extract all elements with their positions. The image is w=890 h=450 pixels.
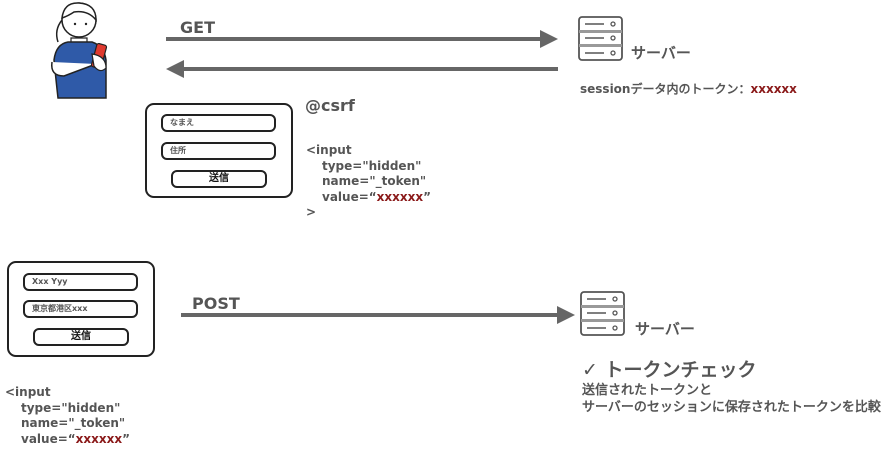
code-line: type="hidden" — [322, 158, 422, 173]
post-request-arrow-line — [181, 313, 559, 317]
submit-button[interactable]: 送信 — [171, 170, 267, 188]
description-line: サーバーのセッションに保存されたトークンを比較 — [582, 400, 881, 415]
code-value-suffix: ” — [423, 189, 431, 204]
post-label: POST — [192, 294, 240, 313]
code-value-prefix: value=“ — [322, 189, 377, 204]
description-line: 送信されたトークンと — [582, 383, 713, 398]
user-with-phone-illustration — [51, 2, 108, 99]
name-input[interactable]: Xxx Yyy — [23, 273, 138, 291]
csrf-directive: @csrf — [305, 96, 355, 115]
code-token: xxxxxx — [75, 431, 123, 446]
code-line: type="hidden" — [21, 400, 121, 415]
arrow-left-icon — [166, 60, 184, 78]
code-line: <input — [306, 143, 352, 157]
code-value-prefix: value=“ — [21, 431, 76, 446]
code-value-suffix: ” — [122, 431, 130, 446]
code-line: name="_token" — [21, 416, 126, 430]
session-token-text: sessionデータ内のトークン：xxxxxx — [580, 80, 797, 97]
get-response-arrow-line — [182, 67, 558, 71]
code-line: > — [306, 205, 317, 219]
code-token: xxxxxx — [376, 189, 424, 204]
server-label: サーバー — [631, 44, 691, 62]
get-label: GET — [180, 18, 215, 37]
session-token-value: xxxxxx — [750, 82, 797, 96]
code-line: value=“xxxxxx” — [5, 432, 130, 448]
token-check-heading: ✓ トークンチェック — [582, 355, 757, 382]
arrow-right-icon — [557, 306, 575, 324]
empty-form: なまえ 住所 送信 — [145, 103, 293, 198]
code-line: name="_token" — [322, 174, 427, 188]
server-label: サーバー — [635, 320, 695, 338]
filled-form: Xxx Yyy 東京都港区xxx 送信 — [7, 261, 155, 357]
token-check-description: 送信されたトークンとサーバーのセッションに保存されたトークンを比較 — [582, 382, 881, 416]
code-line: value=“xxxxxx” — [306, 190, 431, 206]
server-icon — [580, 291, 625, 336]
code-line: <input — [5, 385, 51, 399]
submit-button[interactable]: 送信 — [33, 328, 129, 346]
token-check-title: トークンチェック — [604, 359, 757, 381]
session-token-label: sessionデータ内のトークン： — [580, 82, 751, 96]
check-icon: ✓ — [582, 359, 598, 381]
name-input[interactable]: なまえ — [161, 114, 276, 132]
address-input[interactable]: 住所 — [161, 142, 276, 160]
address-input[interactable]: 東京都港区xxx — [23, 300, 138, 318]
server-icon — [578, 16, 623, 61]
get-request-arrow-line — [166, 37, 542, 41]
arrow-right-icon — [540, 30, 558, 48]
